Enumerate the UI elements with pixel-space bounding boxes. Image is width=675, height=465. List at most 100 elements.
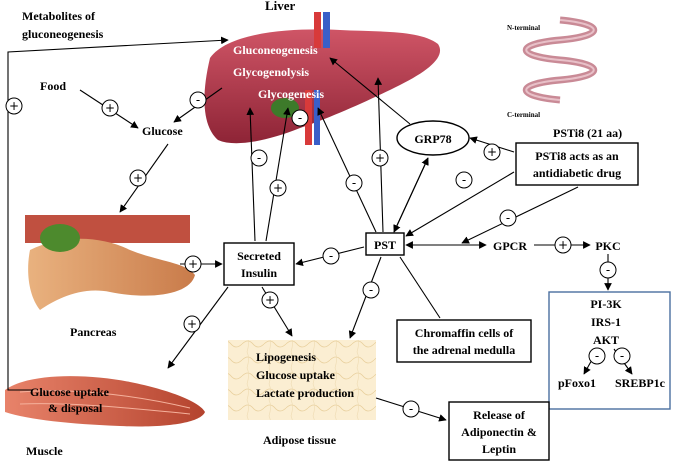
sign-plus-gpcr-pkc: + bbox=[554, 236, 572, 254]
pkc-label: PKC bbox=[595, 239, 620, 253]
gpcr-label: GPCR bbox=[493, 239, 527, 253]
sign-plus-glucose-pancreas: + bbox=[129, 169, 147, 187]
pathway-irs1: IRS-1 bbox=[591, 315, 621, 329]
pfoxo1-label: pFoxo1 bbox=[558, 376, 596, 390]
release-line3: Leptin bbox=[482, 442, 516, 456]
sign-plus-pancreas-insulin: + bbox=[184, 255, 202, 273]
psti8-drug-line2: antidiabetic drug bbox=[533, 166, 621, 180]
svg-text:-: - bbox=[620, 349, 624, 363]
adipose-process-glucose-uptake: Glucose uptake bbox=[256, 368, 336, 382]
secreted-insulin-line1: Secreted bbox=[237, 249, 281, 263]
sign-plus-insulin-muscle: + bbox=[183, 315, 201, 333]
sign-minus-psti8-gpcr: - bbox=[499, 209, 517, 227]
svg-text:-: - bbox=[329, 249, 333, 263]
release-line2: Adiponectin & bbox=[461, 425, 537, 439]
pathway-pi3k: PI-3K bbox=[590, 297, 622, 311]
svg-text:-: - bbox=[352, 176, 356, 190]
release-line1: Release of bbox=[473, 408, 526, 422]
svg-text:-: - bbox=[595, 349, 599, 363]
sign-minus-liver-glucose: - bbox=[189, 91, 207, 109]
svg-text:-: - bbox=[196, 93, 200, 107]
liver-image bbox=[204, 12, 441, 145]
svg-text:+: + bbox=[487, 145, 497, 159]
arrow-insulin-to-liver-a bbox=[246, 107, 256, 242]
secreted-insulin-line2: Insulin bbox=[241, 266, 277, 280]
arrow-psti8-to-gpcr bbox=[461, 186, 579, 244]
secreted-insulin-box bbox=[223, 242, 295, 286]
line-chromaffin-to-pst bbox=[399, 256, 441, 319]
sign-plus-pst-liver: + bbox=[371, 149, 389, 167]
arrow-grp78-to-pst bbox=[393, 157, 429, 233]
svg-text:+: + bbox=[9, 99, 19, 113]
glucose-label: Glucose bbox=[142, 124, 183, 138]
sign-minus-pst-insulin: - bbox=[322, 247, 340, 265]
svg-text:-: - bbox=[506, 211, 510, 225]
muscle-image bbox=[5, 376, 205, 427]
sign-minus-pst-liver-a: - bbox=[291, 109, 309, 127]
arrow-psti8-to-pst bbox=[405, 171, 515, 237]
sign-plus-psti8-grp78: + bbox=[483, 143, 501, 161]
metabolites-label-line2: gluconeogenesis bbox=[22, 27, 104, 41]
liver-label: Liver bbox=[265, 0, 296, 13]
svg-text:-: - bbox=[606, 263, 610, 277]
c-terminal-label: C-terminal bbox=[507, 111, 540, 119]
sign-minus-insulin-liver: - bbox=[250, 149, 268, 167]
svg-text:+: + bbox=[375, 151, 385, 165]
sign-minus-akt-srebp1c: - bbox=[613, 347, 631, 365]
sign-minus-pst-adipose: - bbox=[362, 281, 380, 299]
pancreas-image bbox=[25, 215, 195, 310]
sign-minus-pkc-pathway: - bbox=[599, 261, 617, 279]
muscle-process-line2: & disposal bbox=[48, 401, 103, 415]
chromaffin-line2: the adrenal medulla bbox=[413, 343, 515, 357]
grp78-node bbox=[396, 120, 470, 156]
srebp1c-label: SREBP1c bbox=[615, 376, 666, 390]
liver-process-gluconeogenesis: Gluconeogenesis bbox=[233, 43, 318, 57]
svg-text:-: - bbox=[298, 111, 302, 125]
sign-minus-pst-liver-b: - bbox=[345, 174, 363, 192]
arrow-pst-to-adipose bbox=[348, 256, 382, 339]
svg-text:-: - bbox=[409, 402, 413, 416]
pst-box bbox=[365, 232, 405, 256]
svg-text:+: + bbox=[273, 181, 283, 195]
muscle-label: Muscle bbox=[26, 444, 63, 458]
svg-text:-: - bbox=[462, 173, 466, 187]
pathway-akt: AKT bbox=[593, 333, 619, 347]
arrow-metabolites-to-liver bbox=[7, 36, 229, 391]
grp78-label: GRP78 bbox=[414, 132, 451, 146]
arrow-grp78-to-liver bbox=[329, 57, 411, 125]
metabolites-label-line1: Metabolites of bbox=[22, 9, 96, 23]
helix-peptide-image bbox=[523, 16, 597, 104]
psti8-peptide-label: PSTi8 (21 aa) bbox=[553, 126, 622, 140]
pst-label: PST bbox=[374, 238, 396, 252]
sign-markers: + + - + + - + - - + + - - - + - - - + + … bbox=[5, 91, 631, 418]
svg-text:+: + bbox=[188, 257, 198, 271]
svg-text:-: - bbox=[369, 283, 373, 297]
svg-text:+: + bbox=[558, 238, 568, 252]
sign-minus-psti8-pst: - bbox=[455, 171, 473, 189]
svg-text:-: - bbox=[257, 151, 261, 165]
n-terminal-label: N-terminal bbox=[507, 24, 540, 32]
sign-plus-insulin-adipose: + bbox=[261, 291, 279, 309]
pancreas-label: Pancreas bbox=[70, 325, 117, 339]
sign-minus-adipose-release: - bbox=[402, 400, 420, 418]
svg-text:+: + bbox=[105, 101, 115, 115]
muscle-process-line1: Glucose uptake bbox=[30, 385, 110, 399]
liver-process-glycogenolysis: Glycogenolysis bbox=[233, 65, 309, 79]
sign-minus-akt-pfoxo1: - bbox=[588, 347, 606, 365]
arrow-pst-to-liver-a bbox=[317, 107, 377, 233]
pathway-box bbox=[548, 291, 671, 410]
adipose-tissue-label: Adipose tissue bbox=[263, 433, 337, 447]
sign-plus-food: + bbox=[101, 99, 119, 117]
adipose-process-lactate: Lactate production bbox=[256, 386, 354, 400]
psti8-drug-box bbox=[515, 142, 639, 186]
psti8-drug-line1: PSTi8 acts as an bbox=[535, 149, 619, 163]
svg-text:+: + bbox=[187, 317, 197, 331]
chromaffin-line1: Chromaffin cells of bbox=[415, 326, 514, 340]
sign-plus-metabolites: + bbox=[5, 97, 23, 115]
adipose-process-lipogenesis: Lipogenesis bbox=[256, 350, 316, 364]
sign-plus-insulin-liver: + bbox=[269, 179, 287, 197]
arrow-insulin-to-liver-b bbox=[265, 107, 291, 242]
release-box bbox=[448, 401, 550, 461]
